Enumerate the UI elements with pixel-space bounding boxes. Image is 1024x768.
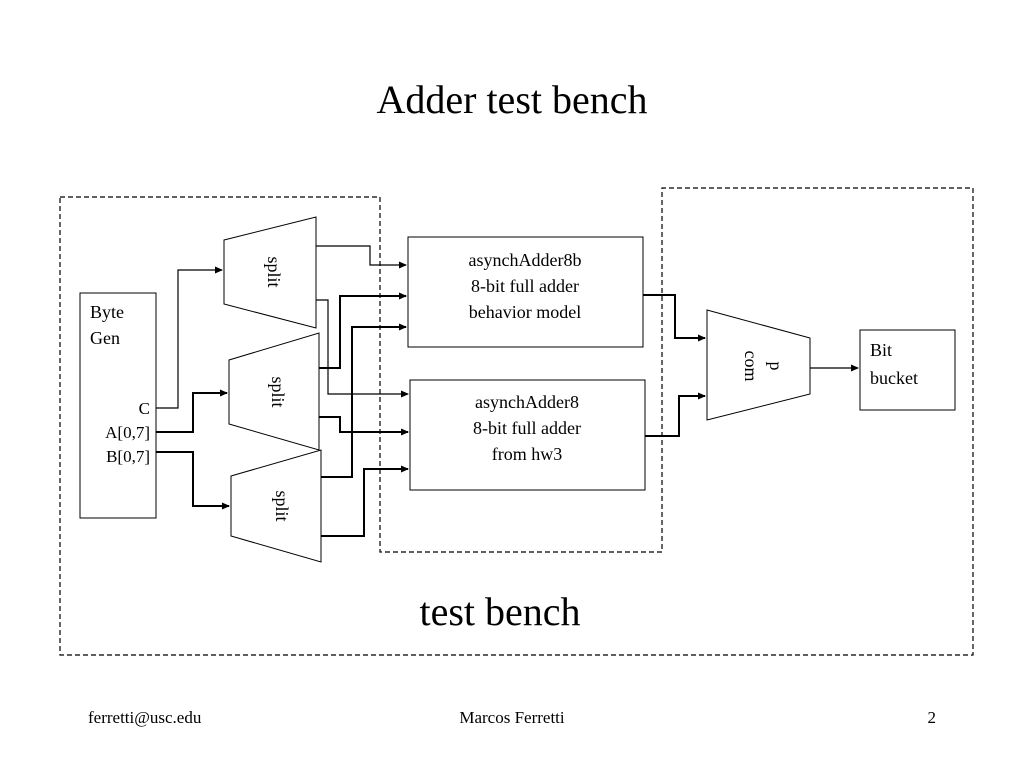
byte-gen-port-c: C xyxy=(139,399,150,418)
split-middle-label: split xyxy=(268,376,288,407)
wire-a-to-split-middle xyxy=(156,389,228,433)
wire-behavior-to-comparator xyxy=(643,294,706,342)
test-bench-label: test bench xyxy=(419,589,580,634)
wire-c-to-split-top xyxy=(156,266,223,409)
wire-split-top-to-behavior xyxy=(316,245,407,269)
connection-wires xyxy=(156,245,859,537)
wire-split-bottom-to-behavior xyxy=(321,323,407,478)
adder-behavior-block: asynchAdder8b 8-bit full adder behavior … xyxy=(407,236,644,348)
bit-bucket-line2: bucket xyxy=(870,368,918,388)
adder-behavior-line1: asynchAdder8b xyxy=(469,250,582,270)
wire-hw3-to-comparator xyxy=(645,392,706,437)
wire-split-top-to-hw3 xyxy=(316,299,409,398)
byte-gen-port-b: B[0,7] xyxy=(106,447,150,466)
wire-split-middle-to-behavior xyxy=(319,292,407,369)
wire-b-to-split-bottom xyxy=(156,451,230,510)
wire-split-bottom-to-hw3 xyxy=(321,465,409,537)
split-middle-block: split xyxy=(228,332,320,451)
split-top-block: split xyxy=(223,216,317,329)
adder-hw3-line1: asynchAdder8 xyxy=(475,392,579,412)
adder-hw3-line3: from hw3 xyxy=(492,444,563,464)
byte-gen-block: Byte Gen C A[0,7] B[0,7] xyxy=(79,292,157,519)
split-top-label: split xyxy=(264,256,284,287)
byte-gen-label-line1: Byte xyxy=(90,302,124,322)
test-bench-boundary xyxy=(59,187,974,656)
adder-hw3-line2: 8-bit full adder xyxy=(473,418,581,438)
slide-title: Adder test bench xyxy=(376,77,648,122)
bit-bucket-line1: Bit xyxy=(870,340,892,360)
byte-gen-port-a: A[0,7] xyxy=(105,423,150,442)
byte-gen-label-line2: Gen xyxy=(90,328,120,348)
adder-hw3-block: asynchAdder8 8-bit full adder from hw3 xyxy=(409,379,646,491)
comparator-line1: com xyxy=(741,351,761,382)
adder-behavior-line3: behavior model xyxy=(469,302,581,322)
comparator-block: com p xyxy=(706,309,811,421)
split-bottom-label: split xyxy=(272,490,292,521)
wire-split-middle-to-hw3 xyxy=(319,416,409,436)
footer-author: Marcos Ferretti xyxy=(459,708,565,727)
footer-page-number: 2 xyxy=(927,708,937,727)
split-bottom-block: split xyxy=(230,449,322,563)
comparator-line2: p xyxy=(766,362,786,371)
footer-email: ferretti@usc.edu xyxy=(88,708,202,727)
adder-behavior-line2: 8-bit full adder xyxy=(471,276,579,296)
bit-bucket-block: Bit bucket xyxy=(859,329,956,411)
